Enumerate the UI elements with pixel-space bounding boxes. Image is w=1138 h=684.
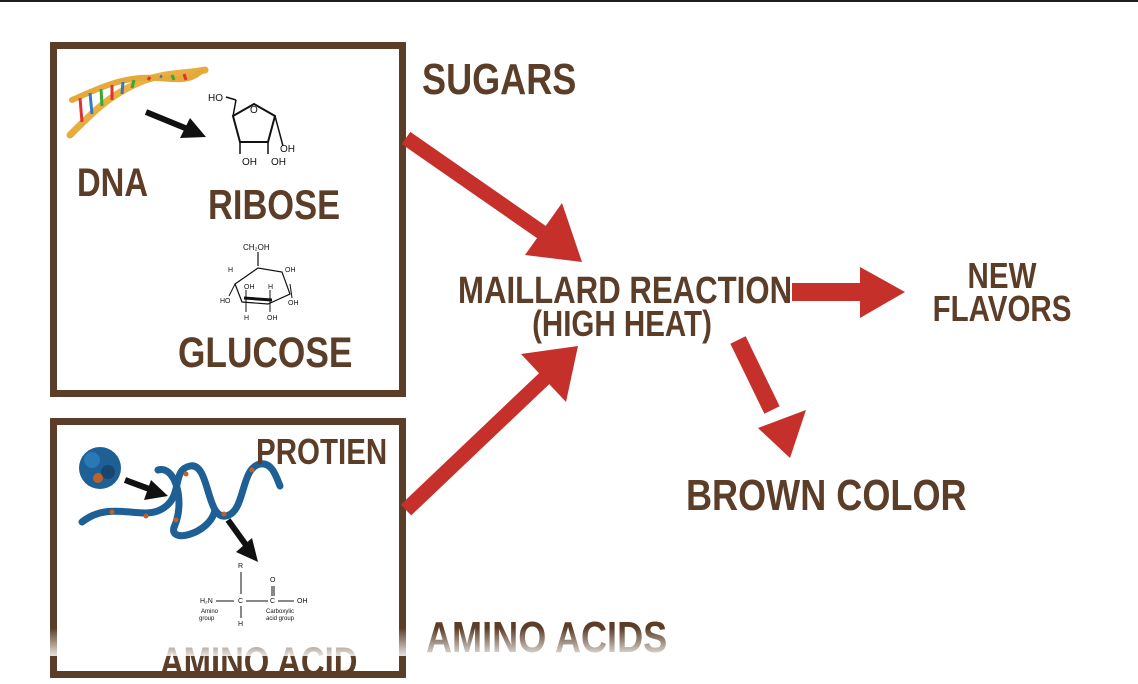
maillard-to-flavors-arrow [792, 267, 905, 318]
amino-o: O [270, 577, 276, 584]
glucose-structure: CH₂OH H OH OH H HO OH H OH [220, 243, 299, 322]
maillard-reaction-line2: (HIGH HEAT) [532, 303, 712, 344]
glucose-label: GLUCOSE [178, 329, 353, 377]
ribose-ring-o: O [250, 105, 258, 116]
glucose-oh-3: OH [288, 300, 299, 307]
amino-h: H [238, 621, 243, 628]
ribose-oh-1: OH [280, 144, 295, 155]
glucose-h-2: H [268, 284, 273, 291]
protein-label: PROTIEN [256, 431, 388, 472]
dna-to-ribose-arrow [144, 109, 206, 138]
amino-r: R [238, 563, 243, 570]
diagram-graphics: HO O OH OH OH CH₂OH H OH OH H HO OH H OH [66, 66, 905, 628]
amino-h2n: H₂N [200, 598, 213, 605]
sugars-heading: SUGARS [422, 55, 577, 104]
protein-chain-icon [78, 447, 284, 540]
new-flavors-line1: NEW [967, 255, 1037, 296]
amino-oh: OH [297, 598, 308, 605]
amino-c-alpha: C [238, 598, 243, 605]
top-border-line [0, 0, 1138, 2]
dna-label: DNA [77, 161, 149, 205]
ribose-ho: HO [208, 93, 223, 104]
glucose-oh-2: OH [244, 284, 255, 291]
new-flavors-line2: FLAVORS [932, 288, 1072, 329]
protein-black-arrows [123, 477, 258, 562]
glucose-oh-1: OH [285, 267, 296, 274]
ribose-structure: HO O OH OH OH [208, 93, 295, 168]
ribose-oh-3: OH [271, 157, 286, 168]
glucose-h-1: H [228, 267, 233, 274]
maillard-reaction-line1: MAILLARD REACTION [458, 270, 793, 312]
glucose-oh-4: OH [267, 315, 278, 322]
glucose-ch2oh: CH₂OH [243, 243, 270, 252]
maillard-to-brown-arrow [730, 336, 806, 458]
sugars-to-maillard-arrow [401, 131, 582, 262]
ribose-label: RIBOSE [208, 181, 341, 228]
ribose-oh-2: OH [242, 157, 257, 168]
glucose-h-3: H [244, 315, 249, 322]
bottom-fade-overlay [0, 628, 1138, 656]
dna-helix-icon [66, 66, 209, 139]
glucose-ho: HO [220, 298, 231, 305]
brown-color-label: BROWN COLOR [686, 471, 967, 520]
amino-c-carboxyl: C [270, 598, 275, 605]
amino-to-maillard-arrow [400, 346, 578, 516]
